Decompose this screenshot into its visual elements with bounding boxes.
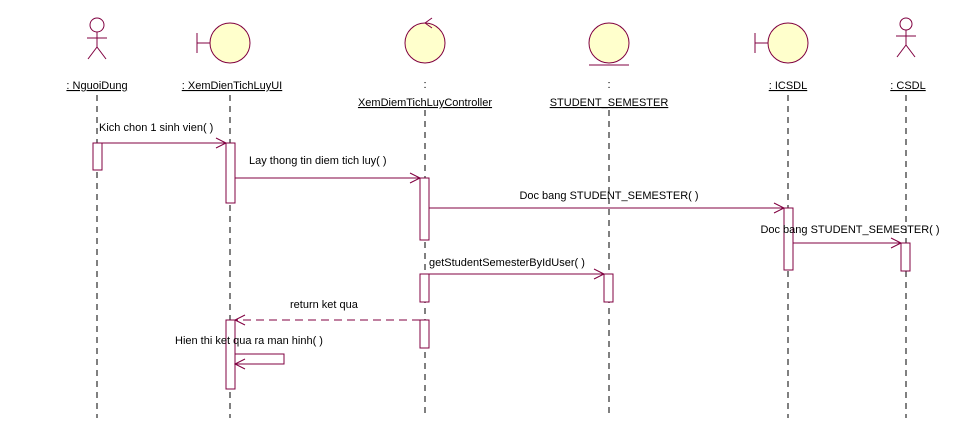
message-3 [429,202,786,214]
activation-student [603,273,614,303]
message-4-label: Doc bang STUDENT_SEMESTER( ) [760,224,939,236]
message-2 [235,172,422,184]
participant-controller-name: XemDiemTichLuyController [358,97,492,109]
actor-icon [87,17,107,60]
entity-icon [588,22,630,66]
activation-ui-2 [225,319,236,390]
boundary-icon [196,22,251,64]
message-2-label: Lay thong tin diem tich luy( ) [249,155,387,167]
activation-csdl [900,242,911,272]
message-7 [233,353,285,370]
message-1-label: Kich chon 1 sinh vien( ) [99,122,213,134]
boundary-icon [754,22,809,64]
message-3-label: Doc bang STUDENT_SEMESTER( ) [519,190,698,202]
activation-controller-3 [419,319,430,349]
control-icon [404,17,446,64]
participant-student-name: STUDENT_SEMESTER [550,97,669,109]
message-4 [793,237,903,249]
message-5 [429,268,606,280]
activation-nguoidung [92,142,103,171]
message-5-label: getStudentSemesterByIdUser( ) [429,257,585,269]
activation-ui-1 [225,142,236,204]
activation-controller-2 [419,273,430,303]
participant-csdl-name: : CSDL [890,80,925,92]
message-1 [102,137,228,149]
message-7-label: Hien thi ket qua ra man hinh( ) [175,335,323,347]
actor-icon [896,17,916,58]
participant-ui-name: : XemDienTichLuyUI [182,80,282,92]
participant-icsdl-name: : ICSDL [769,80,808,92]
participant-nguoidung-name: : NguoiDung [66,80,127,92]
participant-controller-prefix: : [423,79,426,91]
activation-controller-1 [419,177,430,241]
message-6 [233,314,420,326]
message-6-label: return ket qua [290,299,359,311]
participant-student-prefix: : [607,79,610,91]
activation-icsdl [783,207,794,271]
